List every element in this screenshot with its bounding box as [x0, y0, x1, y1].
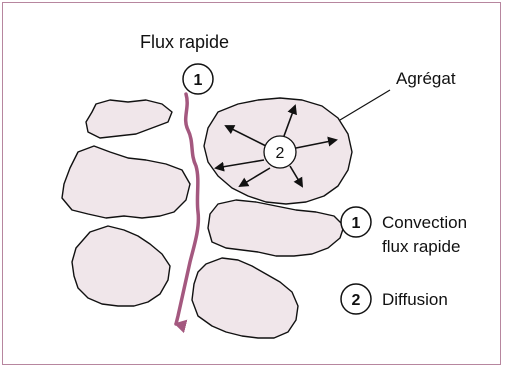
flow-marker-number: 1	[194, 72, 203, 89]
aggregate-top-left	[86, 100, 172, 138]
legend-item-diffusion: 2 Diffusion	[341, 284, 448, 314]
aggregate-bottom-left	[72, 226, 170, 306]
diffusion-center-marker: 2	[264, 136, 296, 168]
legend-text-convection: Convection	[382, 213, 467, 232]
aggregate-middle-left	[62, 146, 190, 218]
legend-text-fast-flow: flux rapide	[382, 237, 460, 256]
flow-marker: 1	[183, 64, 213, 94]
aggregate-leader-line	[340, 90, 390, 120]
legend-item-convection: 1 Convection flux rapide	[341, 207, 467, 256]
diffusion-center-number: 2	[276, 145, 285, 162]
legend-text-diffusion: Diffusion	[382, 290, 448, 309]
legend-number-1: 1	[352, 215, 361, 232]
legend-number-2: 2	[352, 292, 361, 309]
title-label: Flux rapide	[140, 32, 229, 52]
aggregate-middle-right	[208, 200, 344, 256]
aggregate-label: Agrégat	[396, 69, 456, 88]
aggregate-bottom-right	[192, 258, 298, 338]
